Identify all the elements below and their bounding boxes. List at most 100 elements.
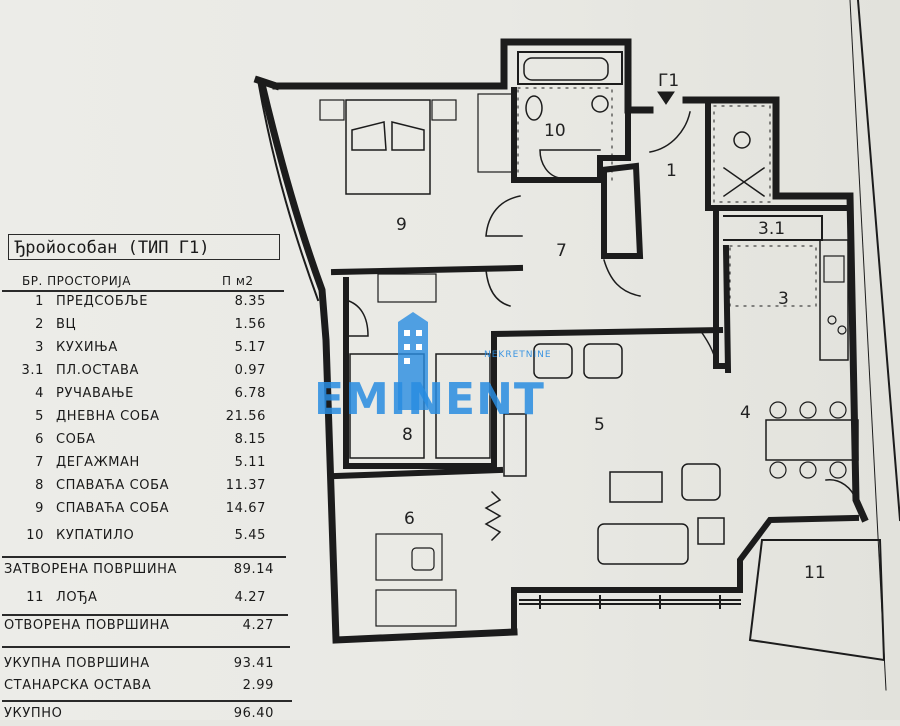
divider <box>2 700 292 702</box>
bath-tiles <box>517 87 613 181</box>
sheet-edge-line <box>856 0 900 522</box>
door-swing-3 <box>485 269 511 307</box>
room-label-7: 7 <box>556 241 567 261</box>
door-swing-6 <box>539 149 601 179</box>
divider <box>2 290 284 292</box>
header-area: П м2 <box>222 274 254 288</box>
dining-chair-2 <box>799 401 817 419</box>
room-label-8: 8 <box>402 425 413 445</box>
wall-room8 <box>343 277 724 469</box>
bed-double <box>345 99 431 195</box>
door-swing-2 <box>603 259 641 297</box>
kitchen-counter <box>819 239 849 361</box>
wc2-shower <box>722 166 766 198</box>
room-label-5: 5 <box>594 415 605 435</box>
room-label-3-1: 3.1 <box>758 219 785 239</box>
dining-chair-6 <box>829 461 847 479</box>
plan-title: Ђройособан (ТИП Г1) <box>8 234 280 260</box>
outer-wall-right <box>682 96 869 523</box>
door-swing <box>485 195 523 237</box>
bathtub <box>517 51 623 85</box>
bathtub-inner <box>523 57 609 81</box>
table-header: БР. ПРОСТОРИЈА П м2 <box>22 274 282 288</box>
room-label-10: 10 <box>544 121 566 141</box>
desk-6 <box>375 533 443 581</box>
nightstand-2 <box>431 99 457 121</box>
nightstand <box>319 99 345 121</box>
armchair <box>533 343 573 379</box>
armchair-2 <box>583 343 623 379</box>
wardrobe <box>477 93 513 173</box>
dining-chair-5 <box>799 461 817 479</box>
building-logo-icon <box>398 312 428 410</box>
room-label-3: 3 <box>778 289 789 309</box>
bed-6 <box>375 589 457 627</box>
door-swing-4 <box>345 299 369 337</box>
door-swing-5 <box>649 111 691 153</box>
entrance-arrow <box>657 91 675 105</box>
wc2-tiles <box>713 105 771 203</box>
bed-single-2 <box>435 353 491 459</box>
wall-wc <box>705 97 779 211</box>
washbasin <box>591 95 609 113</box>
outer-wall <box>272 38 654 114</box>
sofa <box>597 523 689 565</box>
divider <box>2 614 288 616</box>
header-room: БР. ПРОСТОРИЈА <box>22 274 131 288</box>
bay-window <box>256 78 320 302</box>
divider <box>2 646 290 648</box>
wc2-bowl <box>733 131 751 149</box>
door-swing-7 <box>698 328 717 367</box>
dining-chair-3 <box>829 401 847 419</box>
wall-pantry <box>723 215 823 241</box>
brand-watermark: NEKRETNINE EMINENT <box>314 350 594 425</box>
entrance-label: Г1 <box>658 71 679 91</box>
balcony-rail <box>519 595 741 609</box>
stove-burner-2 <box>837 325 847 335</box>
dining-chair-4 <box>769 461 787 479</box>
chair-6 <box>411 547 435 571</box>
wall-room9 <box>330 264 524 276</box>
brand-name: EMINENT <box>314 374 545 425</box>
stove-burner <box>827 315 837 325</box>
coffee-table <box>609 471 663 503</box>
tv-unit <box>503 413 527 477</box>
kitchen-tiles <box>729 245 817 307</box>
door-swing-8 <box>825 479 857 501</box>
loggia-outline <box>748 539 886 662</box>
room-label-4: 4 <box>740 403 751 423</box>
armchair-3 <box>681 463 721 501</box>
sheet-edge-line-2 <box>849 0 887 691</box>
dining-table <box>765 419 859 461</box>
room-label-6: 6 <box>404 509 415 529</box>
wall-bottom <box>511 514 860 635</box>
room-label-11: 11 <box>804 563 826 583</box>
area-legend: Ђройособан (ТИП Г1) БР. ПРОСТОРИЈА П м2 … <box>0 228 300 721</box>
wc-bowl <box>525 95 543 121</box>
kitchen-sink <box>823 255 845 283</box>
outer-wall-left <box>253 75 518 644</box>
bed-pillows <box>351 121 425 151</box>
room-label-1: 1 <box>666 161 677 181</box>
wall-room6 <box>332 466 504 480</box>
dining-chair <box>769 401 787 419</box>
wall-hall <box>598 162 644 259</box>
